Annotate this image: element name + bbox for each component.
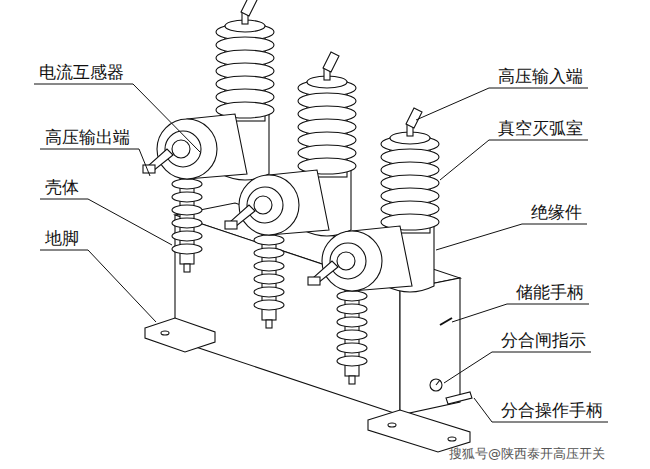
breaker-pole (308, 108, 439, 384)
part-label: 高压输出端 (44, 127, 131, 147)
leader-line (522, 224, 587, 225)
watermark: 搜狐号@陕西泰开高压开关 (448, 444, 606, 464)
leader-line (88, 199, 172, 245)
leader-line (444, 352, 492, 383)
leader-line (489, 88, 588, 89)
insulator-shed (337, 291, 367, 301)
leader-line (40, 250, 88, 251)
housing (145, 203, 472, 452)
foot (145, 318, 215, 352)
insulator-shed (254, 235, 284, 245)
part-label: 高压输入端 (497, 66, 584, 86)
input-terminal (323, 52, 339, 72)
operating-handle (446, 392, 472, 404)
leader-line (436, 224, 522, 250)
leader-line (40, 149, 139, 150)
output-lug (143, 165, 155, 173)
insulator-shed (172, 218, 202, 228)
part-label: 分合闸指示 (500, 330, 587, 350)
part-label: 真空灭弧室 (497, 118, 584, 138)
leader-line (40, 199, 88, 200)
indicator-needle (436, 380, 440, 385)
open-close-indicator (430, 379, 442, 391)
output-lug (225, 221, 237, 229)
housing-side (400, 278, 460, 415)
leader-line (507, 304, 589, 305)
lower-post (266, 320, 272, 328)
leader-line (452, 304, 507, 322)
part-label: 地脚 (44, 228, 80, 248)
insulator-shed (337, 304, 367, 314)
insulator-shed (254, 248, 284, 258)
input-terminal (241, 0, 257, 16)
leader-line (416, 88, 489, 120)
ct-core (172, 140, 190, 158)
leader-line (139, 149, 150, 176)
lower-post (349, 376, 355, 384)
insulator-shed (337, 330, 367, 340)
insulator-shed (172, 205, 202, 215)
insulator-shed (337, 317, 367, 327)
insulator-shed (172, 244, 202, 254)
output-lug (308, 277, 320, 285)
insulator-shed (172, 179, 202, 189)
foot-hole (161, 331, 169, 335)
ct-core (337, 252, 355, 270)
leader-line (88, 250, 156, 322)
leader-line (489, 140, 588, 141)
current-transformer (157, 119, 217, 179)
insulator-shed (337, 343, 367, 353)
ct-ring (165, 131, 201, 167)
insulator-shed (254, 261, 284, 271)
ct-ring (330, 243, 366, 279)
part-label: 分合操作手柄 (500, 400, 604, 420)
leader-line (133, 84, 200, 152)
foot-hole (388, 423, 396, 427)
foot (368, 410, 470, 452)
energy-handle (440, 318, 452, 325)
part-label: 绝缘件 (530, 202, 583, 222)
lower-post (184, 264, 190, 272)
part-label: 壳体 (44, 177, 80, 197)
current-transformer (322, 231, 382, 291)
leader-line (440, 140, 489, 180)
insulator-shed (254, 300, 284, 310)
leader-line (34, 84, 133, 85)
insulator-shed (172, 192, 202, 202)
insulator-shed (254, 287, 284, 297)
leader-line (474, 398, 492, 422)
part-label: 储能手柄 (515, 282, 585, 302)
ct-core (254, 196, 272, 214)
foot-hole (448, 437, 456, 441)
part-label: 电流互感器 (38, 62, 125, 82)
insulator-shed (337, 356, 367, 366)
insulator-shed (254, 274, 284, 284)
ct-ring (247, 187, 283, 223)
insulator-shed (172, 231, 202, 241)
current-transformer (239, 175, 299, 235)
leader-line (492, 422, 608, 423)
leader-line (492, 352, 591, 353)
housing-front (175, 215, 400, 415)
